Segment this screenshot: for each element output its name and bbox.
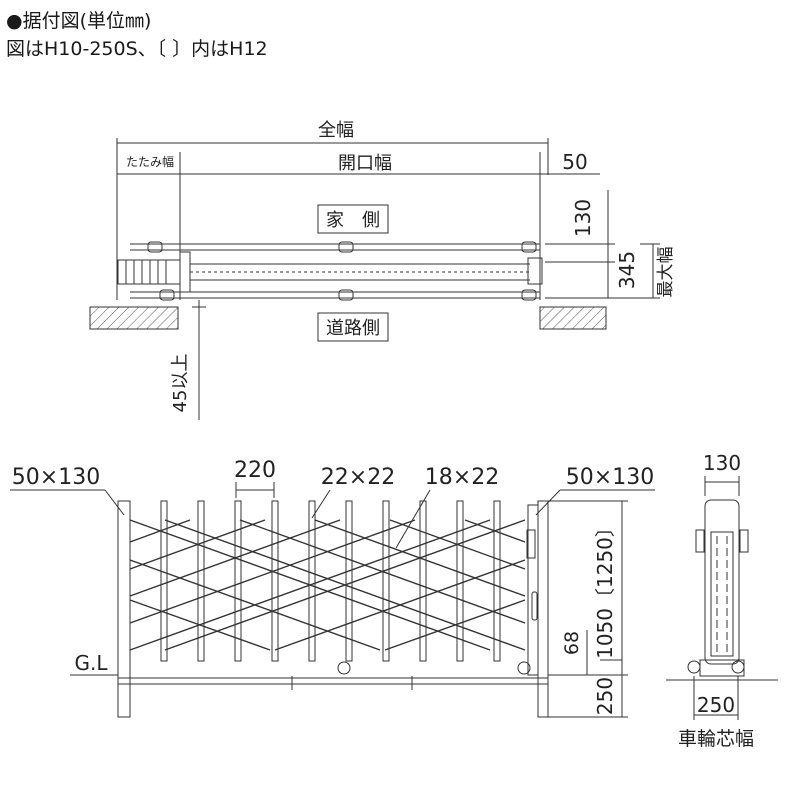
- clearance-label: 45以上: [170, 354, 191, 413]
- wheel-center-label: 車輪芯幅: [678, 728, 754, 750]
- folded-width-label: たたみ幅: [126, 154, 174, 169]
- embed-label: 250: [593, 677, 617, 715]
- road-side-label: 道路側: [326, 318, 380, 339]
- depth-345-label: 345: [615, 251, 639, 289]
- pitch-label: 220: [234, 458, 276, 483]
- dim-68-label: 68: [561, 631, 583, 655]
- end-dim-label: 50: [562, 150, 587, 174]
- elevation-view: 50×130 220 22×22 18×22 50×130 G.L 68 105…: [10, 458, 655, 718]
- header-note: 図はH10-250S、〔 〕内はH12: [6, 38, 268, 60]
- post-left-label: 50×130: [12, 465, 100, 490]
- opening-width-label: 開口幅: [338, 153, 392, 174]
- post-right-label: 50×130: [566, 465, 654, 490]
- height-label: 1050〔1250〕: [593, 517, 617, 659]
- member-b-label: 18×22: [425, 465, 499, 490]
- depth-130-label: 130: [571, 199, 595, 237]
- house-side-label: 家 側: [326, 210, 380, 231]
- lattice-diagonals: [129, 519, 526, 651]
- side-view: 130 250 車輪芯幅: [666, 451, 778, 750]
- member-a-label: 22×22: [321, 465, 395, 490]
- wheel-width-label: 250: [697, 693, 735, 717]
- header-title: ●据付図(単位㎜): [6, 10, 152, 32]
- plan-view: 全幅 たたみ幅 開口幅 50 家 側: [89, 120, 676, 420]
- side-top-width-label: 130: [703, 451, 741, 475]
- ground-line-label: G.L: [75, 651, 109, 675]
- overall-width-label: 全幅: [318, 120, 354, 141]
- max-width-label: 最大幅: [656, 247, 676, 298]
